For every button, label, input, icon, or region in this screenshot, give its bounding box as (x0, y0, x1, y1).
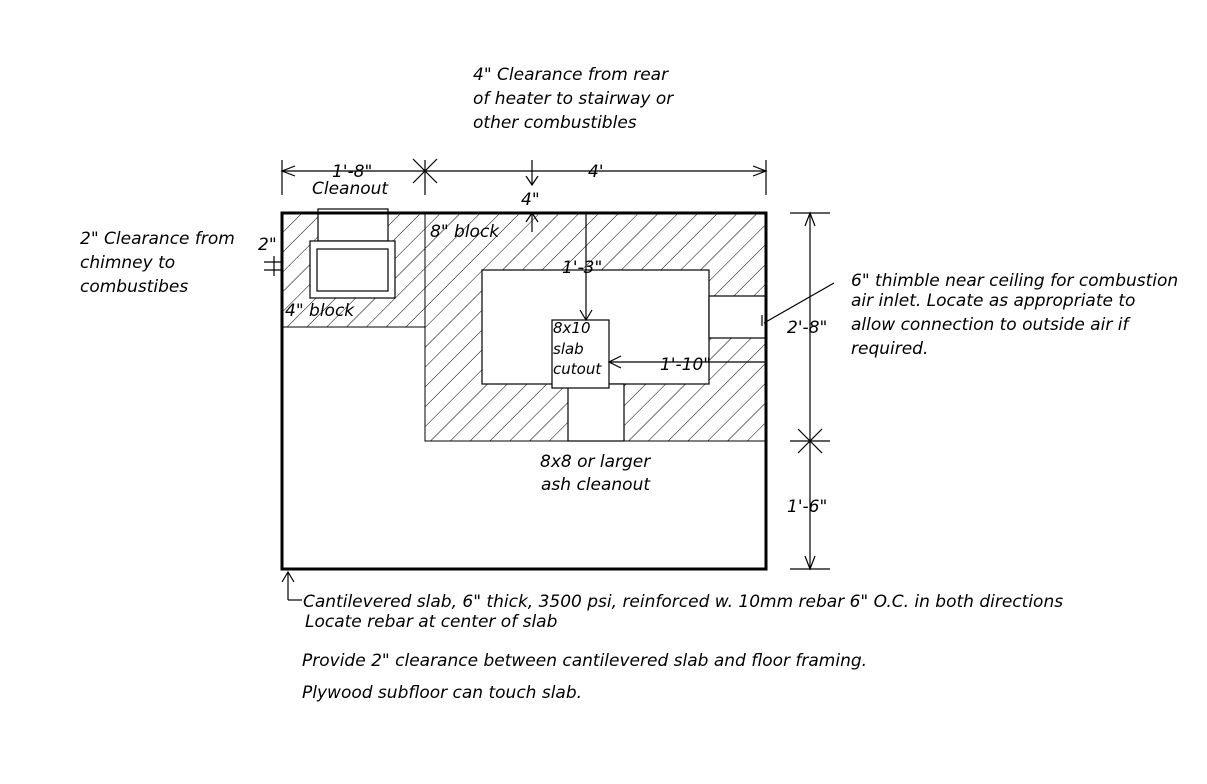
dim-firebox-offset: 1'-3" (562, 258, 602, 278)
block-8-label: 8" block (430, 222, 500, 242)
dim-rear-gap: 4" (521, 190, 540, 210)
cantilevered-slab-outline (280, 211, 768, 571)
firebox-offset-dim (579, 213, 593, 322)
dim-cutout-offset: 1'-10" (660, 355, 711, 375)
block-4-label: 4" block (285, 301, 355, 321)
cleanout-label: Cleanout (312, 179, 389, 199)
chimney-clearance-note-2: chimney to (80, 253, 175, 273)
ash-cleanout-label-1: 8x8 or larger (540, 452, 651, 472)
slab-leader (281, 570, 302, 601)
rear-clearance-note-1: 4" Clearance from rear (473, 65, 669, 85)
air-inlet-channel (708, 295, 767, 339)
slab-cutout (551, 319, 610, 389)
rear-clearance-note-3: other combustibles (473, 113, 637, 133)
dim-right-width: 4' (588, 162, 604, 182)
dim-depth-upper: 2'-8" (787, 318, 827, 338)
chimney-gap-dim (264, 256, 282, 276)
slab-cutout-label-2: slab (553, 340, 584, 358)
thimble-note-1: 6" thimble near ceiling for combustion (851, 271, 1178, 291)
chimney-flue-inner (316, 248, 389, 292)
chimney-clearance-note-3: combustibes (80, 277, 188, 297)
chimney-clearance-note-1: 2" Clearance from (80, 229, 235, 249)
ash-cleanout-label-2: ash cleanout (541, 475, 651, 495)
cutout-offset-dim (607, 355, 766, 369)
framing-clearance-note: Provide 2" clearance between cantilevere… (302, 651, 867, 671)
right-dimension (790, 211, 830, 571)
thimble-leader (761, 282, 835, 326)
slab-note-2: Locate rebar at center of slab (305, 612, 557, 632)
slab-cutout-label-3: cutout (553, 360, 602, 378)
slab-cutout-label-1: 8x10 (553, 319, 591, 337)
thimble-note-3: allow connection to outside air if (851, 315, 1131, 335)
thimble-note-4: required. (851, 339, 928, 359)
ash-cleanout-opening (567, 383, 625, 442)
thimble-note-2: air inlet. Locate as appropriate to (851, 291, 1135, 311)
top-dimension (280, 158, 768, 232)
dim-chimney-gap: 2" (258, 235, 277, 255)
subfloor-note: Plywood subfloor can touch slab. (302, 683, 582, 703)
dim-left-width: 1'-8" (332, 162, 372, 182)
dim-depth-lower: 1'-6" (787, 497, 827, 517)
slab-note-1: Cantilevered slab, 6" thick, 3500 psi, r… (303, 592, 1063, 612)
rear-clearance-note-2: of heater to stairway or (473, 89, 674, 109)
